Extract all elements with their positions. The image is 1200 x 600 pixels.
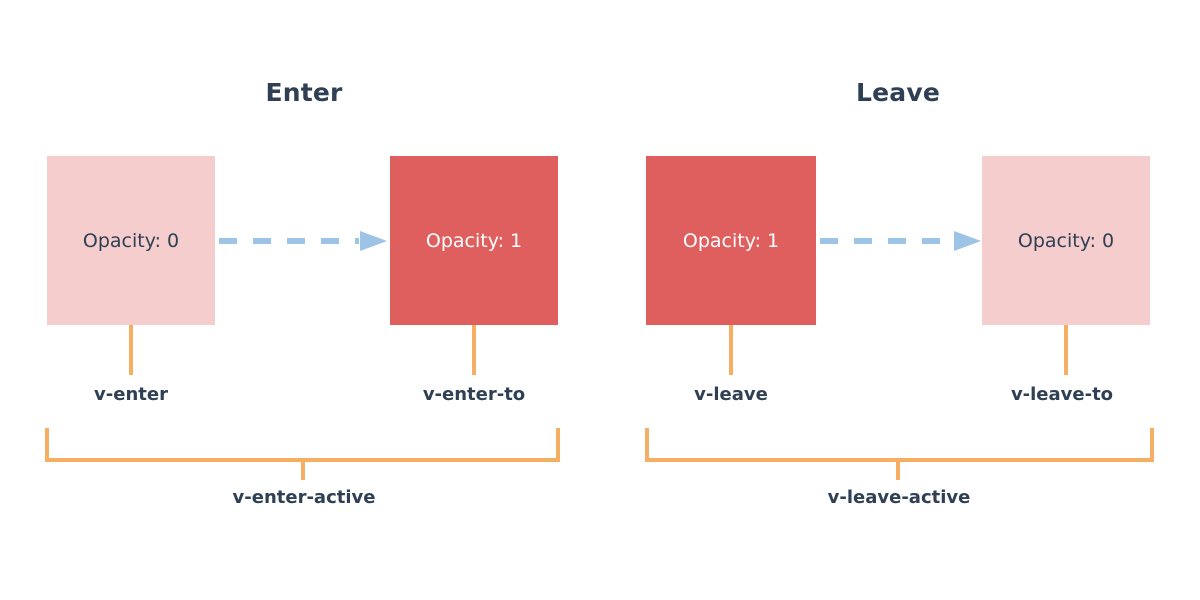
class-label-v-leave: v-leave bbox=[694, 384, 768, 405]
bracket-v-leave-active bbox=[645, 428, 1154, 462]
opacity-label: Opacity: 0 bbox=[1017, 229, 1115, 252]
group-title-leave: Leave bbox=[855, 78, 941, 107]
stem-v-leave-to bbox=[1064, 325, 1068, 375]
state-box-v-enter-to: Opacity: 1 bbox=[390, 156, 558, 325]
stem-v-enter bbox=[129, 325, 133, 375]
class-label-v-enter-to: v-enter-to bbox=[422, 384, 526, 405]
opacity-label: Opacity: 1 bbox=[425, 229, 523, 252]
arrow-icon bbox=[820, 231, 981, 251]
state-box-v-leave-to: Opacity: 0 bbox=[982, 156, 1150, 325]
class-label-v-leave-to: v-leave-to bbox=[1010, 384, 1114, 405]
stem-v-leave-active bbox=[896, 458, 900, 480]
class-label-v-enter: v-enter bbox=[94, 384, 168, 405]
stem-v-enter-active bbox=[301, 458, 305, 480]
state-box-v-enter: Opacity: 0 bbox=[47, 156, 215, 325]
stem-v-enter-to bbox=[472, 325, 476, 375]
opacity-label: Opacity: 1 bbox=[682, 229, 780, 252]
opacity-label: Opacity: 0 bbox=[82, 229, 180, 252]
state-box-v-leave: Opacity: 1 bbox=[646, 156, 816, 325]
active-label-v-enter-active: v-enter-active bbox=[232, 487, 376, 508]
active-label-v-leave-active: v-leave-active bbox=[827, 487, 971, 508]
group-title-enter: Enter bbox=[265, 78, 343, 107]
transition-arrow-enter bbox=[215, 229, 390, 253]
bracket-v-enter-active bbox=[45, 428, 560, 462]
transition-arrow-leave bbox=[816, 229, 984, 253]
stem-v-leave bbox=[729, 325, 733, 375]
arrow-icon bbox=[219, 231, 387, 251]
